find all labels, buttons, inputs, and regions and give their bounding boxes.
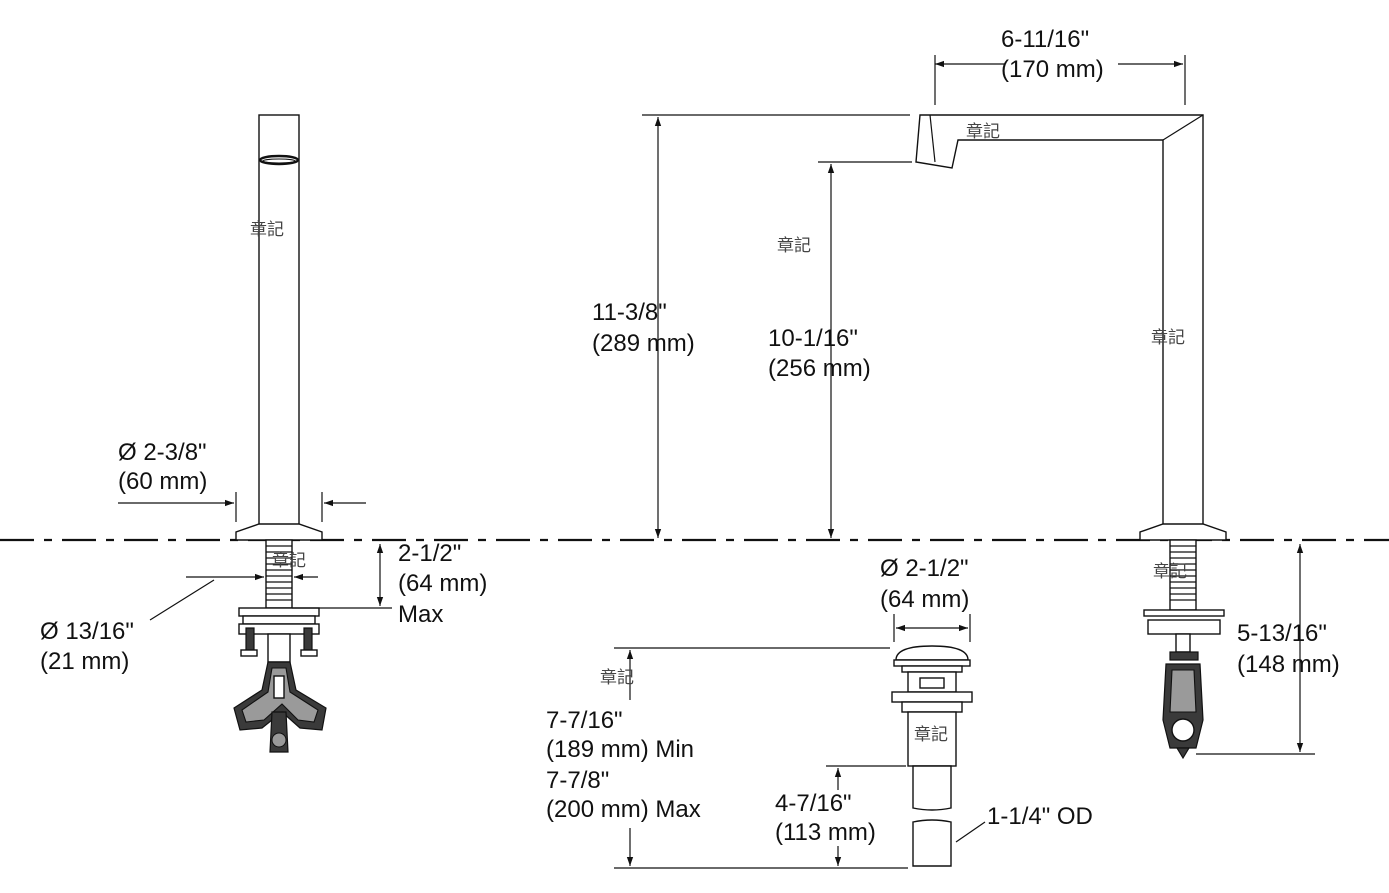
tailpiece-length-metric: (113 mm) bbox=[775, 819, 876, 846]
spout-diameter-metric: (60 mm) bbox=[118, 468, 207, 495]
spout-base-escutcheon bbox=[235, 523, 323, 541]
drain-assembly: Ø 2-1/2" (64 mm) 7-7/16" (189 mm) Min 7-… bbox=[546, 555, 1093, 869]
shank-length-note: Max bbox=[398, 601, 443, 628]
drain-cap bbox=[895, 645, 969, 661]
drain-length-min-metric: (189 mm) Min bbox=[546, 736, 694, 763]
overall-height-metric: (289 mm) bbox=[592, 330, 695, 357]
spout-arm bbox=[915, 114, 1204, 526]
outlet-height-imperial: 10-1/16" bbox=[768, 325, 858, 352]
below-deck-metric: (148 mm) bbox=[1237, 651, 1340, 678]
drain-diameter-imperial: Ø 2-1/2" bbox=[880, 555, 969, 582]
threaded-shank bbox=[265, 539, 293, 609]
stamp-mark: 章記 bbox=[914, 725, 948, 745]
right-threaded-shank bbox=[1169, 539, 1197, 611]
spout-diameter-imperial: Ø 2-3/8" bbox=[118, 439, 207, 466]
stamp-mark: 章記 bbox=[1153, 562, 1187, 582]
drain-body bbox=[907, 711, 957, 767]
stamp-mark: 章記 bbox=[600, 668, 634, 688]
right-mounting-hardware bbox=[1143, 609, 1225, 760]
spout-column bbox=[258, 114, 300, 526]
tailpiece-od-label: 1-1/4" OD bbox=[987, 803, 1093, 830]
shank-length-metric: (64 mm) bbox=[398, 570, 487, 597]
drain-length-max-metric: (200 mm) Max bbox=[546, 796, 701, 823]
stamp-mark: 章記 bbox=[250, 220, 284, 240]
spout-reach-imperial: 6-11/16" bbox=[1001, 26, 1089, 53]
drain-tailpiece-upper bbox=[912, 765, 952, 811]
shank-diameter-metric: (21 mm) bbox=[40, 648, 129, 675]
aerator-ring bbox=[258, 154, 300, 166]
shank-length-imperial: 2-1/2" bbox=[398, 540, 461, 567]
stamp-mark: 章記 bbox=[1151, 328, 1185, 348]
drain-length-max-imperial: 7-7/8" bbox=[546, 767, 609, 794]
below-deck-imperial: 5-13/16" bbox=[1237, 620, 1327, 647]
mounting-bracket bbox=[238, 607, 320, 663]
drain-diameter-metric: (64 mm) bbox=[880, 586, 969, 613]
tri-lobe-nut bbox=[233, 661, 327, 753]
right-base-escutcheon bbox=[1139, 523, 1227, 541]
stamp-mark: 章記 bbox=[272, 551, 306, 571]
drain-length-min-imperial: 7-7/16" bbox=[546, 707, 623, 734]
shank-diameter-imperial: Ø 13/16" bbox=[40, 618, 134, 645]
spout-side-view: Ø 2-3/8" (60 mm) 2-1/2" (64 mm) Max Ø 13… bbox=[40, 114, 487, 753]
spout-reach-metric: (170 mm) bbox=[1001, 56, 1104, 83]
stamp-mark: 章記 bbox=[777, 236, 811, 256]
drain-tailpiece-lower bbox=[912, 819, 952, 867]
stamp-mark: 章記 bbox=[966, 122, 1000, 142]
overall-height-imperial: 11-3/8" bbox=[592, 299, 667, 326]
tailpiece-length-imperial: 4-7/16" bbox=[775, 790, 852, 817]
outlet-height-metric: (256 mm) bbox=[768, 355, 871, 382]
spout-front-view: 6-11/16" (170 mm) 11-3/8" (289 mm) 10-1/… bbox=[592, 26, 1340, 760]
